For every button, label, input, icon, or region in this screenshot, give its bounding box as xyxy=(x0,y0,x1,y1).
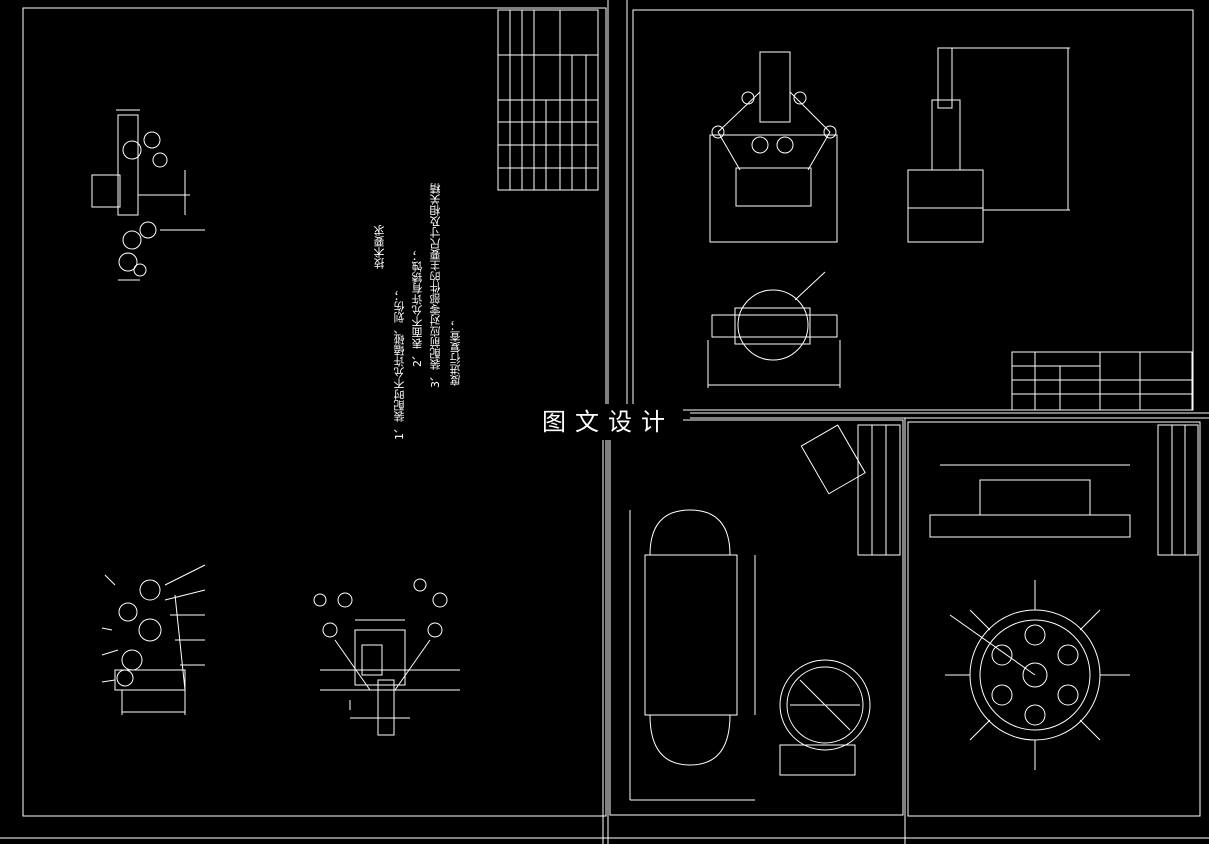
gripper-front-view xyxy=(709,51,838,243)
tech-requirement-line: 3、装配前应对零部件的主要尺寸及相关精 xyxy=(429,183,442,388)
title-block-top-right xyxy=(1011,351,1193,411)
tech-requirements-title: 技术要求 xyxy=(373,225,386,269)
wheel-part-drawing xyxy=(929,424,1199,770)
tech-requirement-line: 1、装配时不允许磕碰、划伤； xyxy=(393,290,406,440)
sheet-frame-left xyxy=(22,7,607,817)
tech-requirement-line: 度进行复查； xyxy=(449,320,462,386)
sheet-frame-bottom-middle xyxy=(609,419,904,816)
robot-arm-top-view xyxy=(91,109,205,281)
cylinder-part-drawing xyxy=(629,424,901,801)
gripper-top-view xyxy=(707,271,841,388)
tech-requirement-line: 2、表面不允许有锈蚀； xyxy=(411,250,424,367)
sheet-frame-bottom-right xyxy=(907,421,1201,817)
robot-arm-side-view xyxy=(101,564,206,715)
watermark-banner: 图文设计 xyxy=(533,404,683,440)
sheet-frame-top-right xyxy=(632,9,1194,411)
robot-arm-front-view xyxy=(313,578,460,736)
gripper-side-view xyxy=(907,47,1070,243)
title-block-left xyxy=(497,9,599,191)
